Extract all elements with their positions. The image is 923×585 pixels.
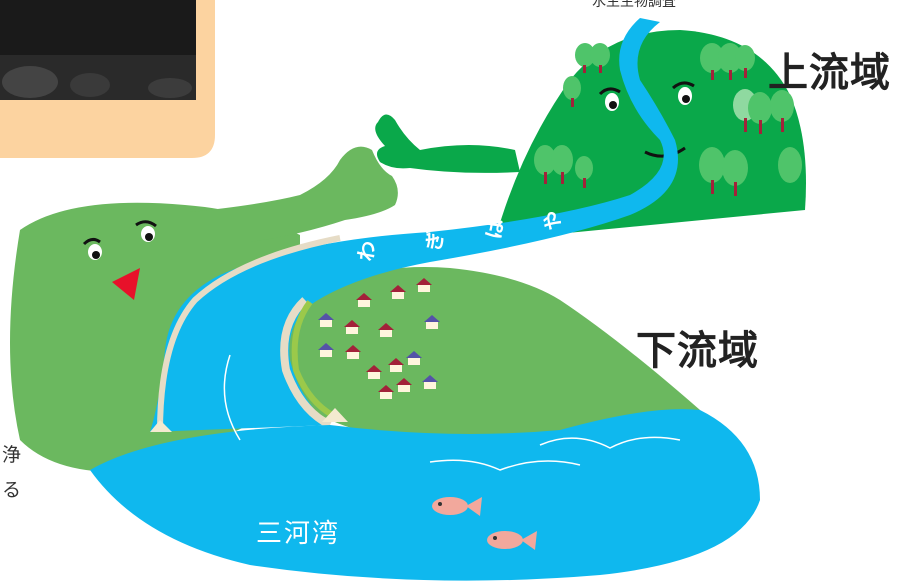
river xyxy=(150,18,678,433)
fish-icon xyxy=(432,497,537,550)
top-caption: 水生生物調査 xyxy=(592,0,676,10)
left-text-fragment: 浄 xyxy=(2,444,22,466)
bay xyxy=(90,354,760,581)
bay-label: 三河湾 xyxy=(256,519,341,549)
river-name-char: や xyxy=(539,209,566,233)
left-text-fragment: る xyxy=(2,479,22,501)
tree-trunks xyxy=(544,65,784,196)
tree-icon xyxy=(534,43,802,186)
upstream-label: 上流域 xyxy=(768,50,891,96)
river-name-char: わ xyxy=(353,239,380,263)
downstream-label: 下流域 xyxy=(636,328,759,374)
river-name: や は ぎ わ xyxy=(353,209,566,263)
river-name-char: は xyxy=(481,217,508,241)
house-icon xyxy=(318,278,440,399)
river-name-char: ぎ xyxy=(421,229,448,253)
photo-frame xyxy=(0,0,215,158)
